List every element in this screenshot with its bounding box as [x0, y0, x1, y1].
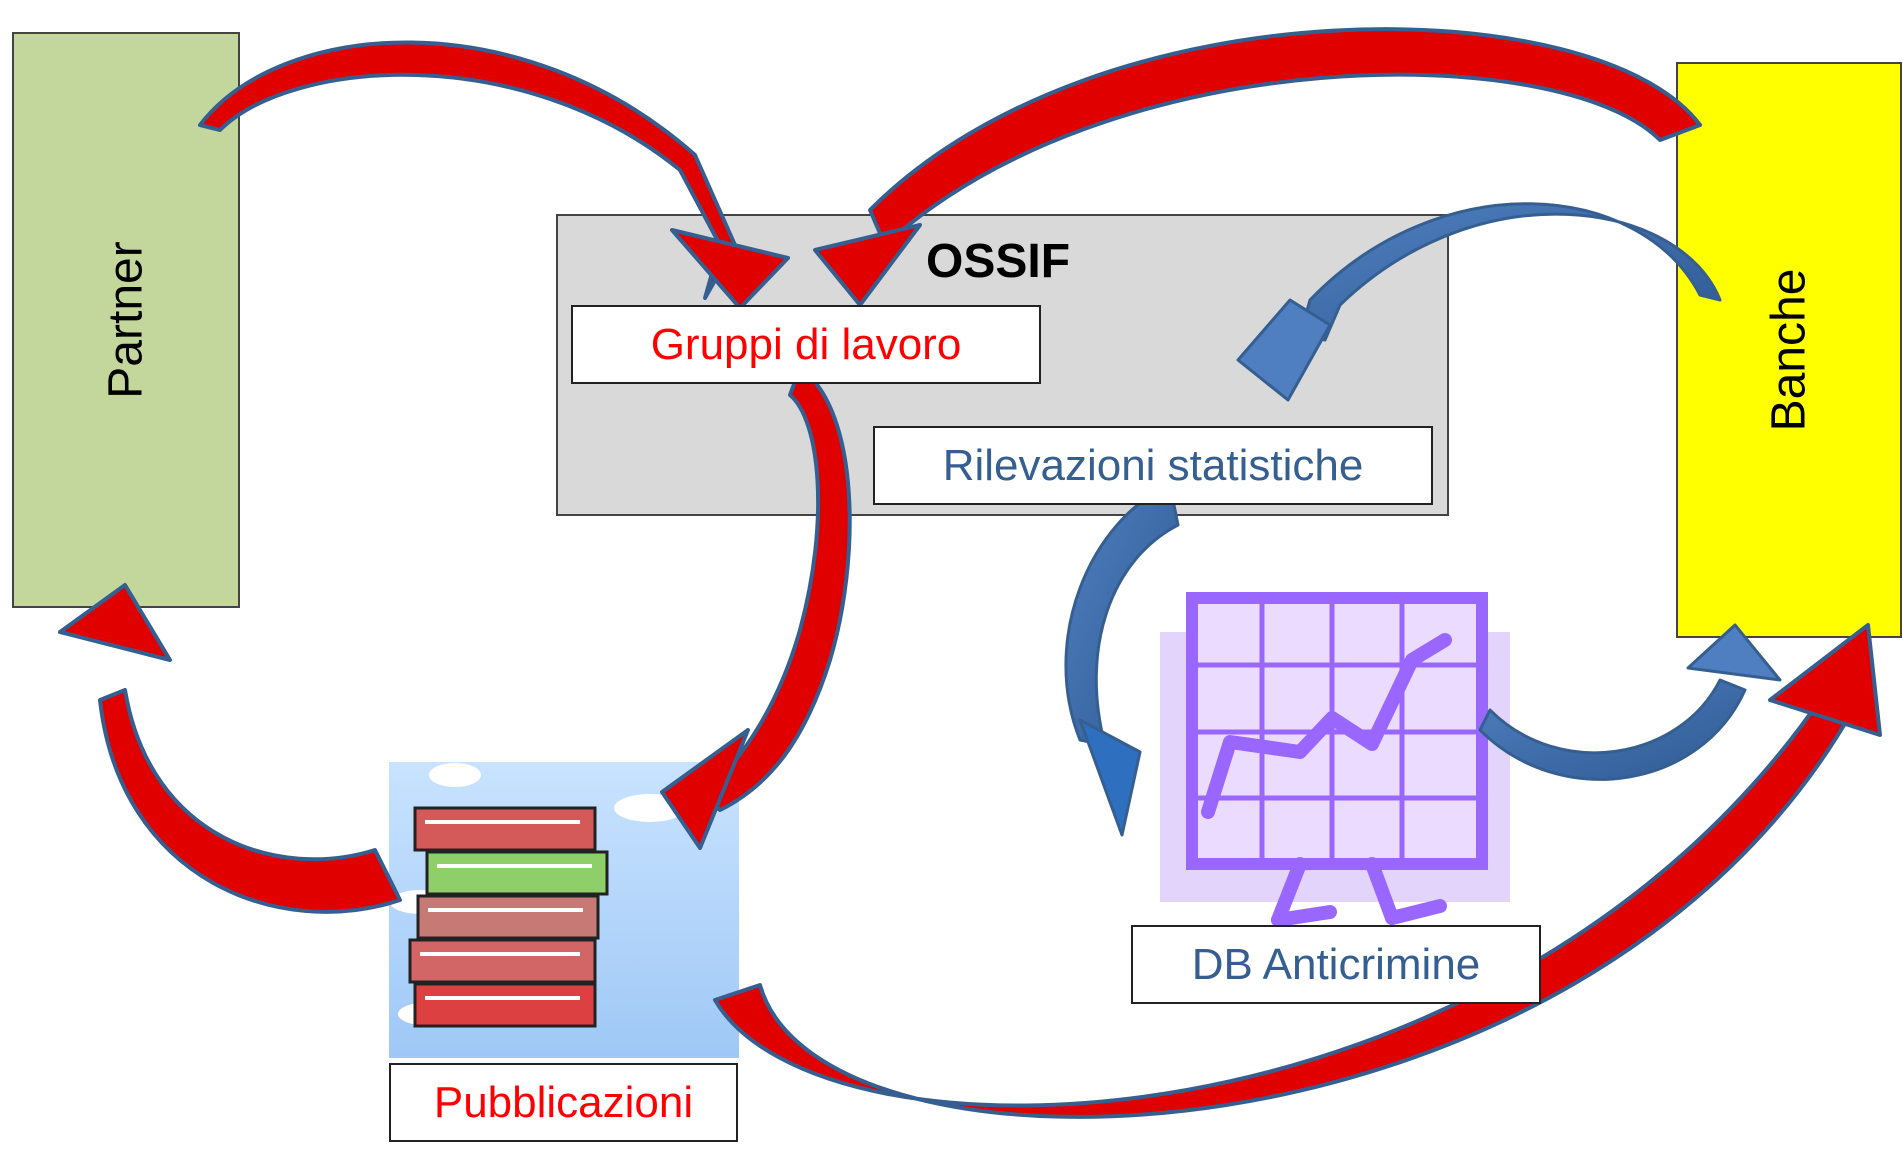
gruppi-di-lavoro-label: Gruppi di lavoro — [571, 305, 1041, 384]
rilevazioni-statistiche-label: Rilevazioni statistiche — [873, 426, 1433, 505]
pubblicazioni-label: Pubblicazioni — [389, 1063, 738, 1142]
arrowhead-gruppi-1 — [670, 228, 790, 310]
chart-picture — [1160, 592, 1510, 927]
arrow-pubblicazioni-to-partner — [98, 688, 402, 914]
partner-box: Partner — [12, 32, 240, 608]
arrowhead-banche-blue — [1686, 623, 1782, 682]
banche-box: Banche — [1676, 62, 1902, 638]
ossif-title: OSSIF — [926, 235, 1071, 288]
arrowhead-rilevazioni — [1236, 298, 1332, 402]
arrow-partner-to-gruppi — [198, 40, 737, 300]
db-anticrimine-label: DB Anticrimine — [1131, 925, 1541, 1004]
arrow-banche-to-rilevazioni — [1298, 202, 1722, 342]
arrow-rilevazioni-to-db — [1064, 483, 1180, 747]
arrow-db-to-banche — [1478, 678, 1747, 781]
arrowhead-banche — [1768, 623, 1882, 737]
arrow-banche-to-gruppi — [868, 27, 1702, 247]
arrowhead-partner — [58, 583, 172, 662]
arrowhead-pubblicazioni — [660, 728, 750, 850]
arrowhead-db — [1078, 718, 1142, 837]
arrowhead-gruppi-2 — [813, 223, 922, 307]
arrow-gruppi-to-pubblicazioni — [698, 366, 852, 812]
